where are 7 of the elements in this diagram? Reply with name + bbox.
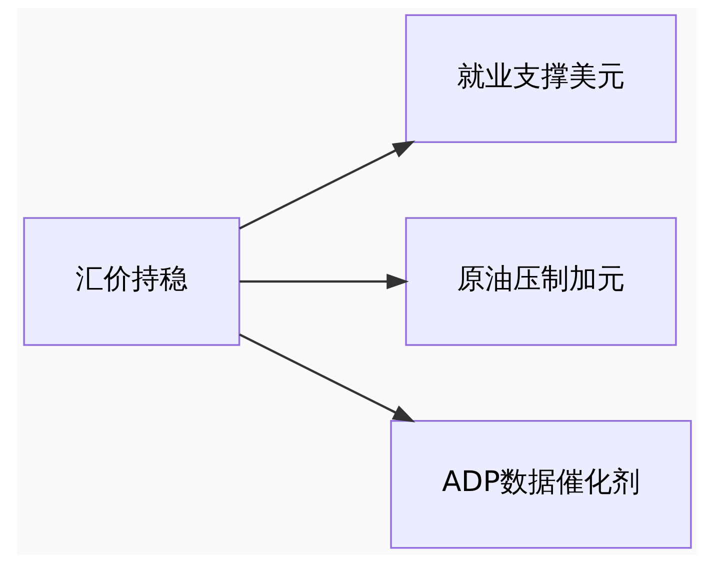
arrow: [240, 274, 409, 290]
node-box: 汇价持稳: [23, 217, 240, 346]
node-box: 原油压制加元: [405, 217, 677, 346]
arrow: [239, 140, 416, 230]
node-box: 就业支撑美元: [405, 14, 677, 143]
node-box: ADP数据催化剂: [390, 420, 692, 549]
arrow: [239, 334, 416, 422]
